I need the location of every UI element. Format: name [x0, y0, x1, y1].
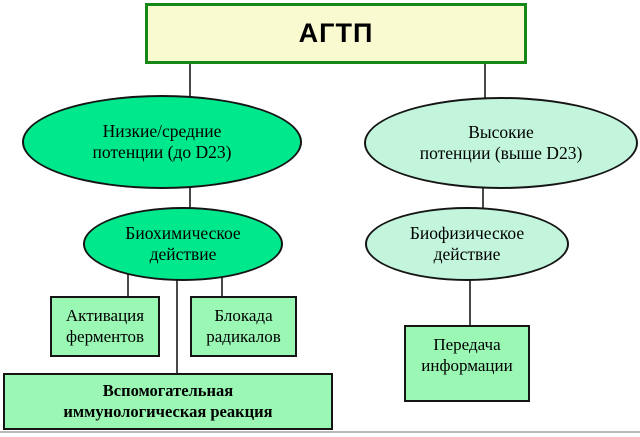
node-label-line: действие	[149, 244, 217, 264]
node-label-line: ферментов	[66, 326, 144, 346]
node-label-line: Вспомогательная	[102, 381, 234, 401]
node-label-line: иммунологическая реакция	[63, 401, 273, 421]
node-label-line: потенции (выше D23)	[419, 143, 583, 163]
node-label-line: радикалов	[206, 326, 281, 346]
node-label-line: информации	[421, 355, 513, 375]
bottom-divider	[0, 431, 640, 433]
node-label-line: Активация	[65, 305, 145, 325]
node-agtp: АГТП	[145, 3, 527, 64]
node-enzyme-activation: Активация ферментов	[50, 296, 160, 357]
node-label-line: действие	[433, 244, 501, 264]
node-radical-blockade: Блокада радикалов	[190, 296, 297, 357]
node-agtp-label: АГТП	[298, 18, 374, 49]
node-low-medium-potency: Низкие/средние потенции (до D23)	[22, 95, 302, 189]
node-label-line: Высокие	[468, 121, 534, 142]
node-high-potency: Высокие потенции (выше D23)	[364, 97, 638, 189]
node-label-line: Биохимическое	[125, 222, 241, 243]
node-biochemical-action: Биохимическое действие	[83, 207, 283, 281]
node-information-transfer: Передача информации	[404, 325, 530, 402]
node-label-line: потенции (до D23)	[92, 142, 232, 162]
node-label-line: Биофизическое	[409, 222, 525, 243]
node-biophysical-action: Биофизическое действие	[365, 207, 569, 281]
node-auxiliary-immune-reaction: Вспомогательная иммунологическая реакция	[3, 373, 333, 430]
node-label-line: Низкие/средние	[102, 120, 222, 141]
node-label-line: Передача	[433, 335, 501, 354]
node-label-line: Блокада	[214, 305, 273, 325]
